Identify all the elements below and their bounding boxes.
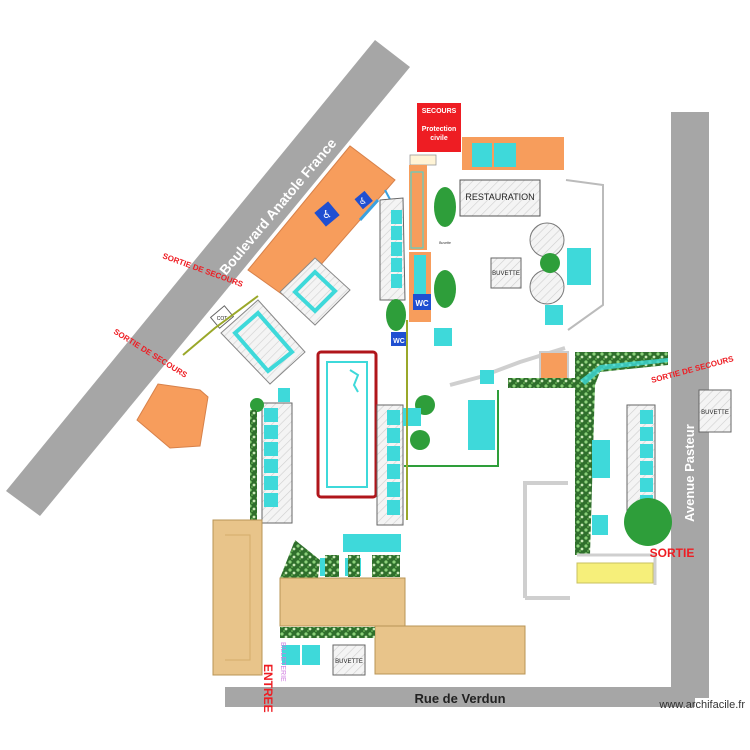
restauration-label: RESTAURATION xyxy=(465,192,534,202)
west-orange-building xyxy=(136,383,209,449)
wc-2 xyxy=(391,332,407,346)
green-planter-1 xyxy=(280,540,320,578)
tree-restauration-1 xyxy=(434,187,456,227)
corridor-orange-1 xyxy=(409,165,427,250)
boulevard-road xyxy=(6,40,410,516)
green-path-east xyxy=(575,352,668,555)
green-planter-4 xyxy=(372,555,400,577)
tree-west-small xyxy=(250,398,264,412)
green-planter-3 xyxy=(348,555,360,577)
small-tag-box xyxy=(209,305,235,329)
watermark[interactable]: www.archifacile.fr xyxy=(658,699,745,711)
pavilion-north xyxy=(279,257,351,326)
buvette-east xyxy=(698,389,732,433)
restauration-tent xyxy=(459,179,541,217)
parasols xyxy=(529,222,565,305)
tree-parasol xyxy=(540,253,560,273)
svg-text:♿: ♿ xyxy=(322,209,332,221)
tree-corridor xyxy=(386,299,406,331)
entree-label: ENTREE xyxy=(261,664,275,713)
tree-center-2 xyxy=(410,430,430,450)
tan-building-center xyxy=(279,577,406,627)
avenue-label: Avenue Pasteur xyxy=(682,424,697,522)
buvette-south-label: BUVETTE xyxy=(335,659,363,665)
buvette-center-label: BUVETTE xyxy=(492,271,520,277)
streets xyxy=(6,40,709,707)
secours-header xyxy=(417,103,461,117)
tree-restauration-2 xyxy=(434,270,456,308)
secours-label: SECOURS xyxy=(422,108,457,115)
svg-text:♿: ♿ xyxy=(359,196,367,206)
north-cyan-stand-1 xyxy=(472,143,492,167)
accessible-icon-2 xyxy=(354,190,373,210)
main-orange-building xyxy=(247,145,396,301)
green-planter-2 xyxy=(325,555,339,577)
buvette-center xyxy=(490,257,522,289)
svg-text:Buvette: Buvette xyxy=(439,241,451,245)
yellow-area xyxy=(576,562,654,584)
small-tag-text: COT xyxy=(217,316,228,322)
buvette-east-label: BUVETTE xyxy=(701,410,729,416)
east-orange-stand xyxy=(539,351,569,383)
pavilion-west xyxy=(220,299,306,385)
rue-label: Rue de Verdun xyxy=(414,691,505,706)
wc-1 xyxy=(413,294,431,310)
wc-2-label: WC xyxy=(393,338,405,345)
central-stage xyxy=(316,350,378,499)
north-cyan-stand-2 xyxy=(494,143,516,167)
tan-building-west xyxy=(212,519,263,676)
buvette-south xyxy=(332,644,366,676)
tan-building-south xyxy=(374,625,526,675)
green-path-north xyxy=(508,378,575,388)
sortie-label: SORTIE xyxy=(650,546,695,560)
flower-strip-south xyxy=(280,627,375,638)
wc-1-label: WC xyxy=(415,299,429,308)
flower-strip-west xyxy=(250,410,257,520)
accessible-icon-1 xyxy=(314,201,340,227)
protection-civile-box xyxy=(417,117,461,152)
rue-road xyxy=(225,687,695,707)
tree-east xyxy=(624,498,672,546)
billeterie-label: BILLETERIE xyxy=(279,642,286,682)
